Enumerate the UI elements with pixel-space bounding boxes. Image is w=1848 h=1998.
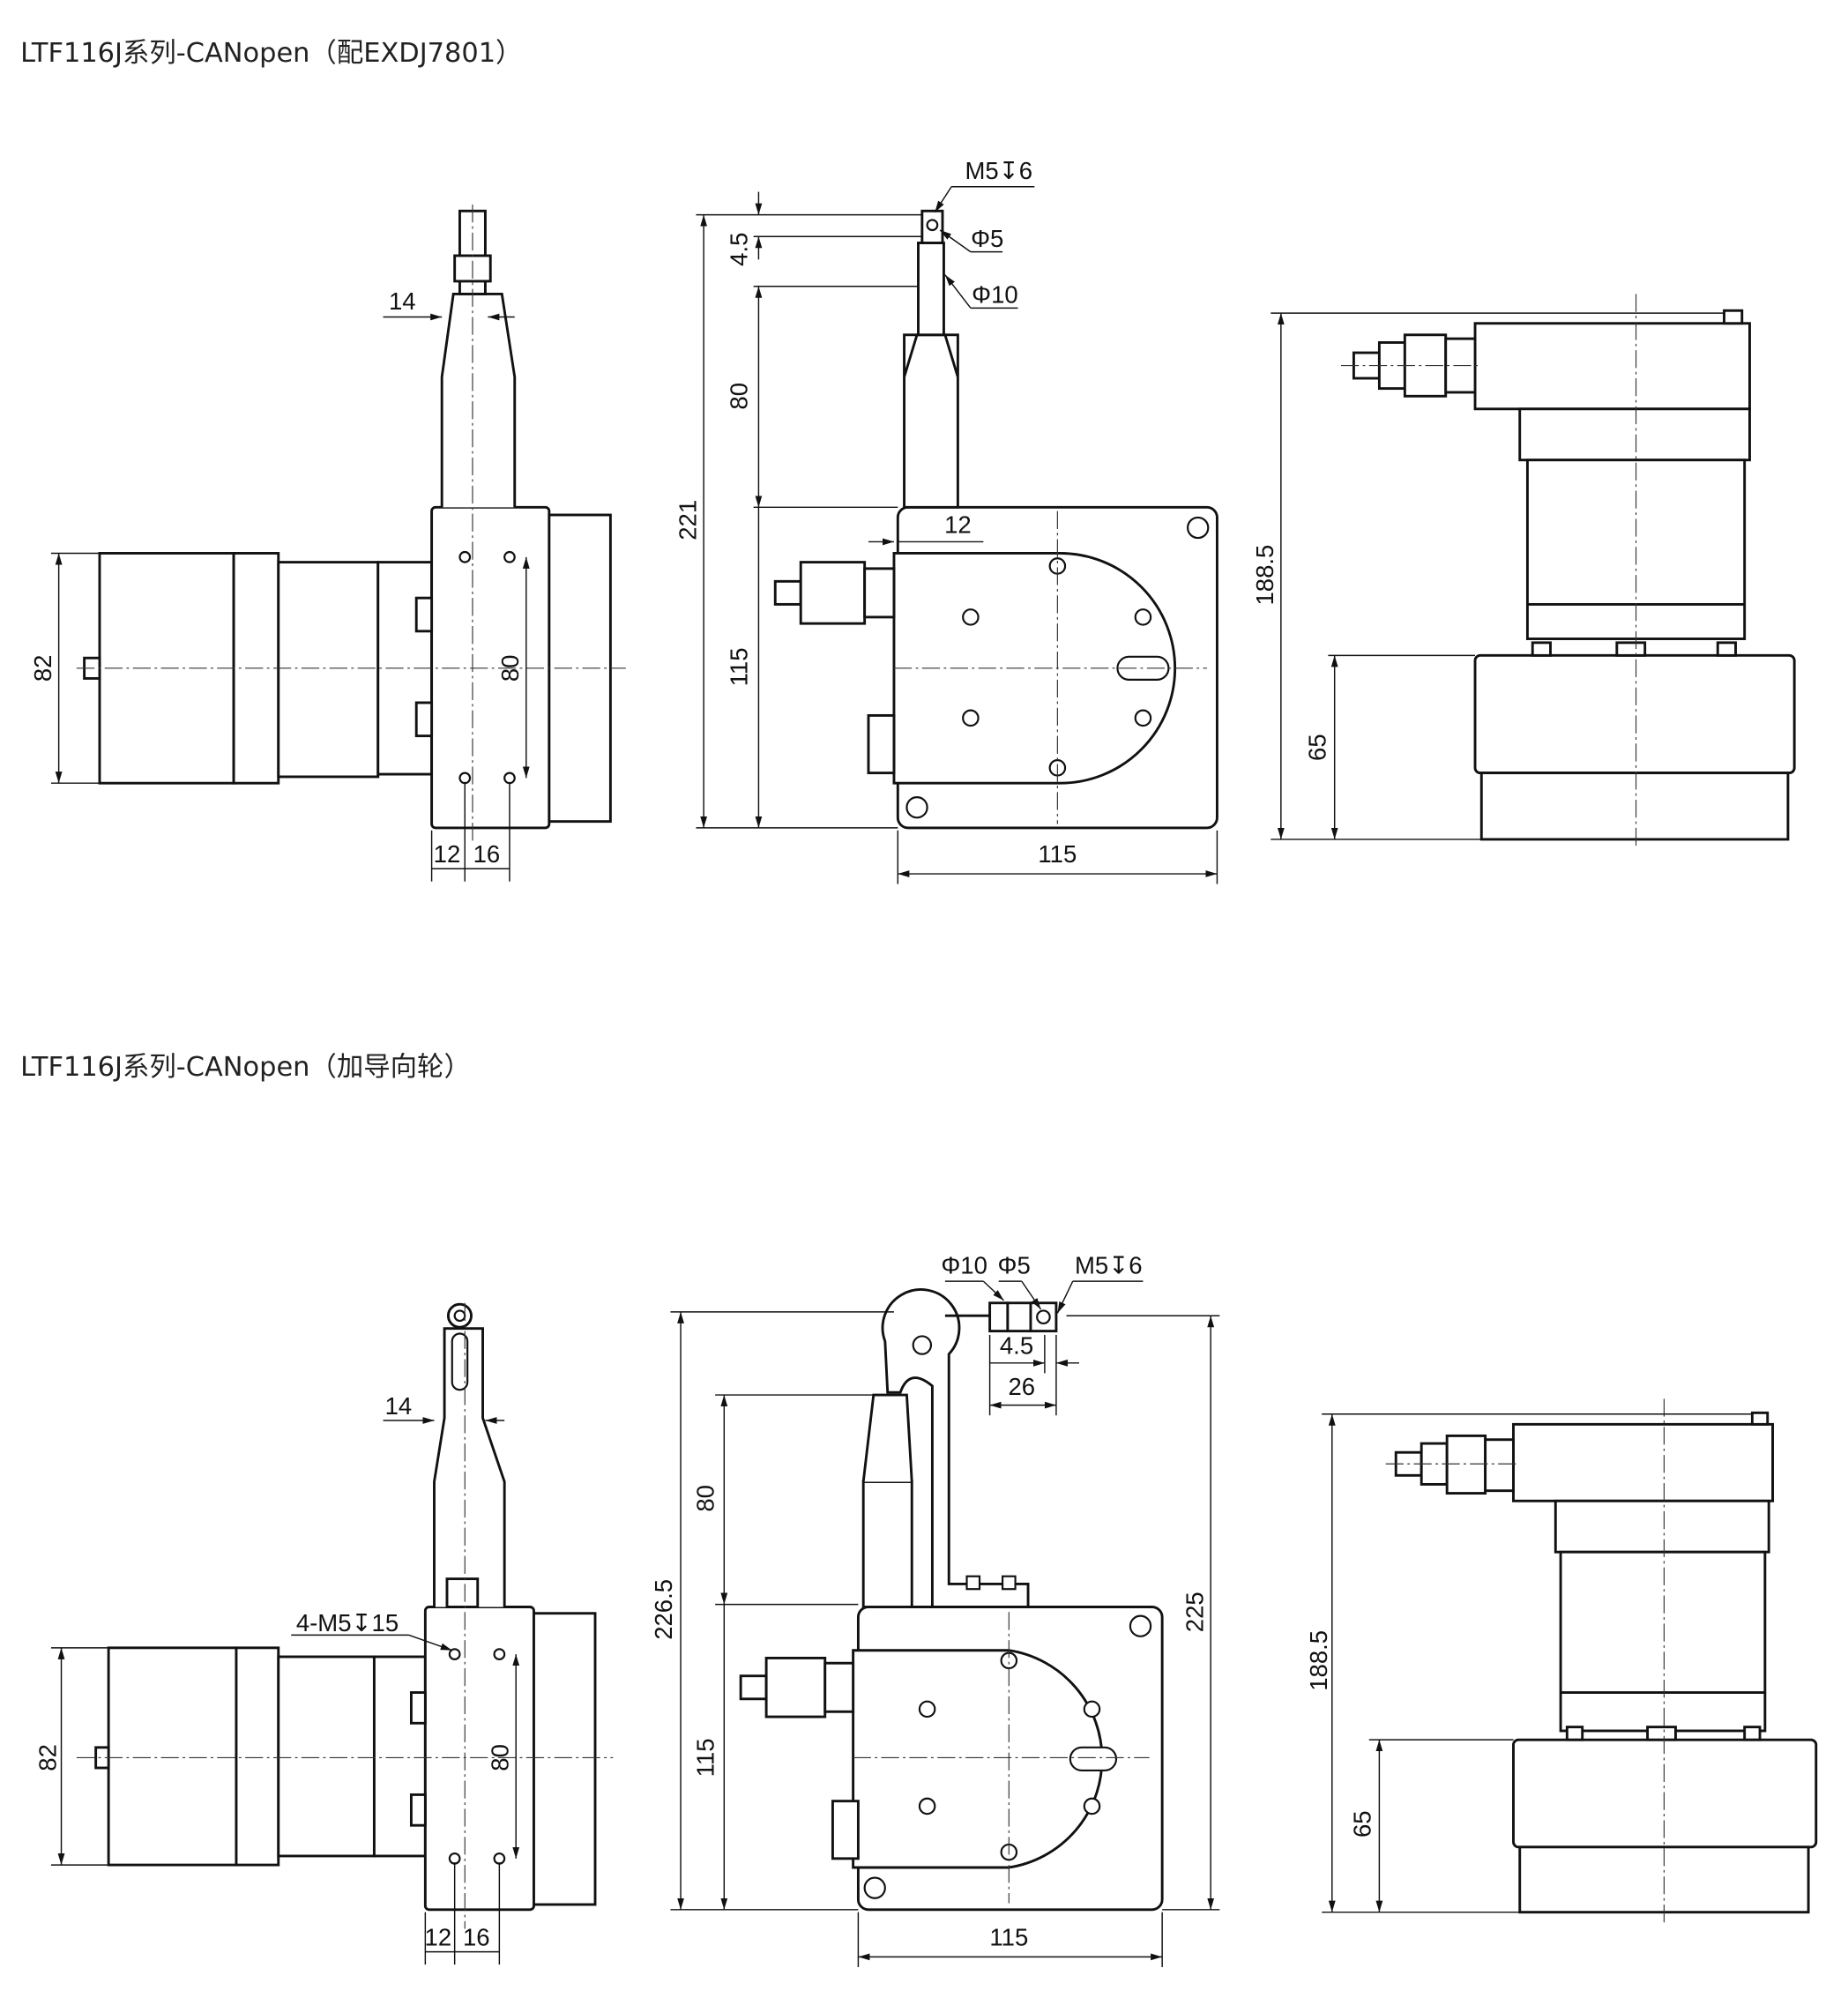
dim-115-vertical: 115 — [725, 647, 752, 686]
dim-80: 80 — [725, 383, 752, 410]
front-view-2: Φ10 Φ5 M5↧6 4.5 26 80 226.5 115 225 115 — [650, 1251, 1220, 1967]
dim-115-vertical: 115 — [692, 1738, 719, 1777]
dim-4-5: 4.5 — [1000, 1332, 1033, 1360]
dim-12: 12 — [434, 840, 461, 868]
dim-16: 16 — [463, 1923, 490, 1950]
dim-82: 82 — [29, 655, 56, 682]
dim-80: 80 — [692, 1485, 719, 1512]
dim-225: 225 — [1181, 1592, 1209, 1632]
dim-phi10: Φ10 — [941, 1251, 987, 1279]
thread-callout: M5↧6 — [1075, 1251, 1143, 1279]
thread-callout: M5↧6 — [965, 157, 1032, 184]
dim-115-horizontal: 115 — [1038, 840, 1077, 868]
side-view-2: 14 4-M5↧15 82 80 12 16 — [34, 1302, 614, 1965]
side-view-1: 14 82 80 12 16 — [29, 205, 626, 882]
top-view-1: 188.5 65 — [1251, 294, 1796, 850]
dim-phi5: Φ5 — [997, 1251, 1030, 1279]
dim-82: 82 — [34, 1744, 62, 1771]
dim-16: 16 — [473, 840, 501, 868]
dim-226-5: 226.5 — [650, 1579, 677, 1640]
dim-14: 14 — [389, 287, 416, 315]
section-title: LTF116J系列-CANopen（配EXDJ7801） — [20, 38, 522, 69]
dim-188-5: 188.5 — [1251, 545, 1278, 606]
dim-phi10: Φ10 — [972, 281, 1018, 309]
dim-115-horizontal: 115 — [989, 1923, 1028, 1950]
top-view-2: 188.5 65 — [1305, 1398, 1818, 1923]
dim-221: 221 — [674, 500, 701, 541]
thread-callout: 4-M5↧15 — [296, 1609, 399, 1636]
front-view-1: M5↧6 Φ5 Φ10 4.5 80 221 115 12 115 — [674, 157, 1218, 884]
dim-4-5: 4.5 — [725, 233, 752, 266]
dim-14: 14 — [385, 1392, 413, 1420]
dim-12: 12 — [425, 1923, 452, 1950]
dim-80: 80 — [487, 1744, 514, 1771]
dim-80: 80 — [496, 655, 524, 682]
dim-12: 12 — [944, 511, 972, 538]
dim-188-5: 188.5 — [1305, 1630, 1332, 1691]
dim-65: 65 — [1348, 1810, 1375, 1838]
dim-phi5: Φ5 — [971, 225, 1003, 252]
dim-65: 65 — [1304, 734, 1331, 761]
dim-26: 26 — [1009, 1373, 1036, 1400]
section-title: LTF116J系列-CANopen（加导向轮） — [20, 1052, 471, 1083]
